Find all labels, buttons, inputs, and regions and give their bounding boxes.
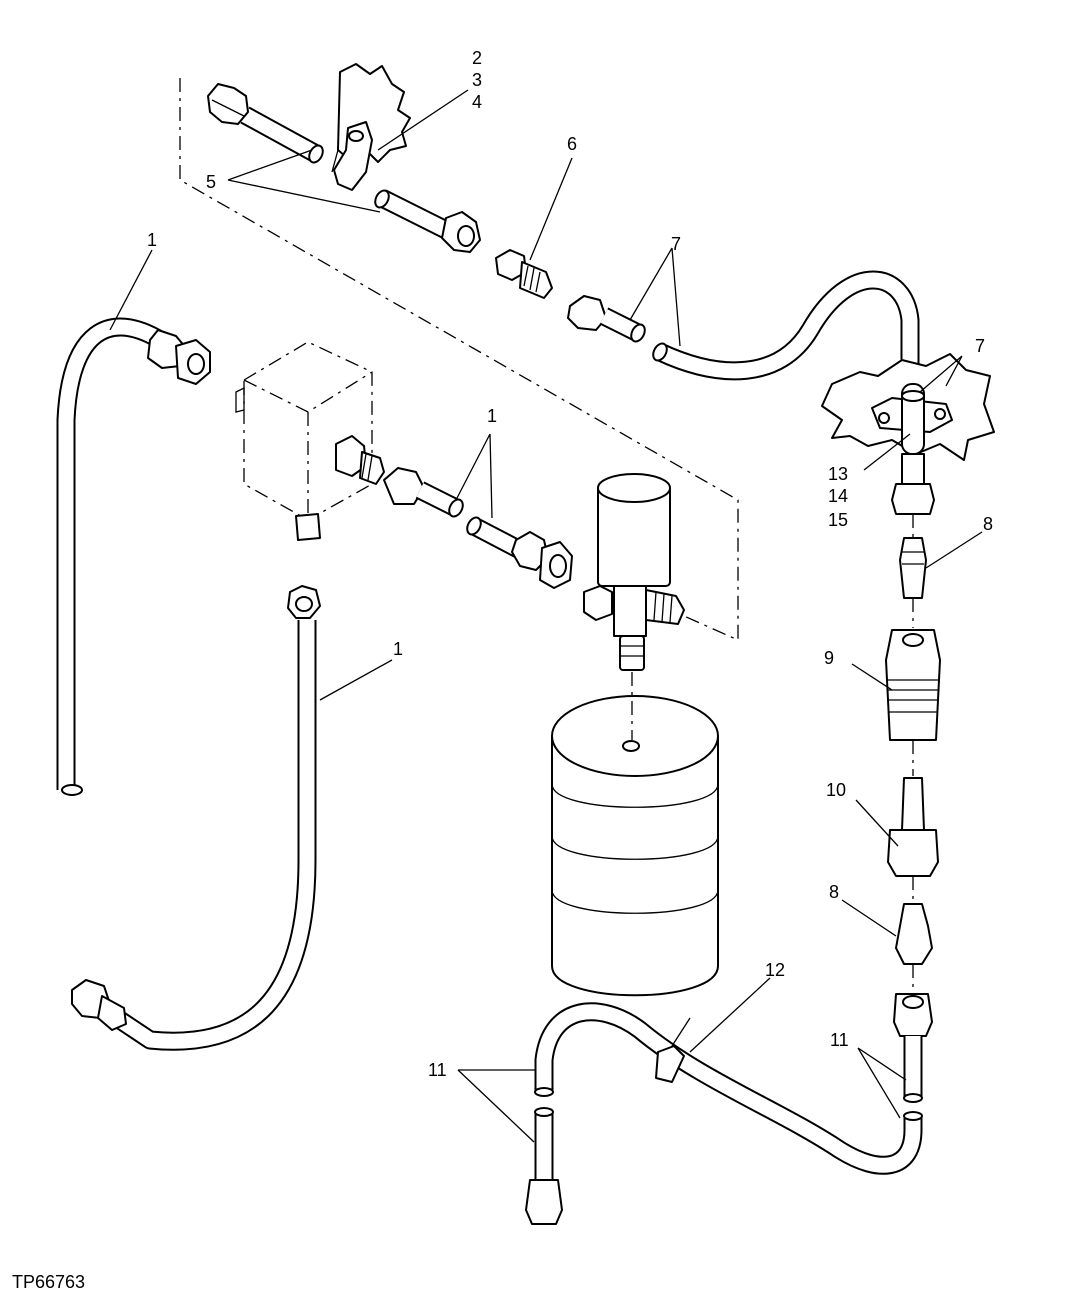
callout-7-right: 7: [975, 336, 985, 356]
callout-9: 9: [824, 648, 834, 668]
callout-14: 14: [828, 486, 848, 506]
hose-1-lower: [71, 585, 321, 1051]
callout-4: 4: [472, 92, 482, 112]
tube-segment-5a: [207, 83, 324, 164]
callout-2: 2: [472, 48, 482, 68]
callout-11-left: 11: [428, 1060, 447, 1080]
callout-10: 10: [826, 780, 846, 800]
callout-1-left: 1: [147, 230, 157, 250]
hose-1-left: [56, 317, 211, 796]
callout-8-upper: 8: [983, 514, 993, 534]
callout-1-lower: 1: [393, 639, 403, 659]
hose-1-middle: [383, 467, 573, 589]
callout-12: 12: [765, 960, 785, 980]
clamp-bracket-top: [331, 63, 411, 191]
fitting-stack-right: [885, 514, 941, 1037]
callout-3: 3: [472, 70, 482, 90]
filter-head-tee: [583, 473, 685, 671]
callout-5: 5: [206, 172, 216, 192]
assembly-boundary: [179, 78, 739, 642]
hose-7: [567, 270, 920, 381]
callout-6: 6: [567, 134, 577, 154]
callout-13: 13: [828, 464, 848, 484]
mounting-bracket-right: [821, 353, 995, 515]
tube-segment-5b: [374, 189, 481, 253]
adapter-6: [495, 249, 553, 299]
filter-canister: [551, 672, 719, 997]
callout-8-lower: 8: [829, 882, 839, 902]
callout-11-right: 11: [830, 1030, 849, 1050]
hose-11-bottom: [525, 1002, 923, 1225]
callout-1-middle: 1: [487, 406, 497, 426]
callout-7-upper: 7: [671, 234, 681, 254]
callout-15: 15: [828, 510, 848, 530]
figure-id: TP66763: [12, 1272, 85, 1292]
valve-block: [235, 341, 385, 541]
leader-lines: [109, 89, 983, 1143]
